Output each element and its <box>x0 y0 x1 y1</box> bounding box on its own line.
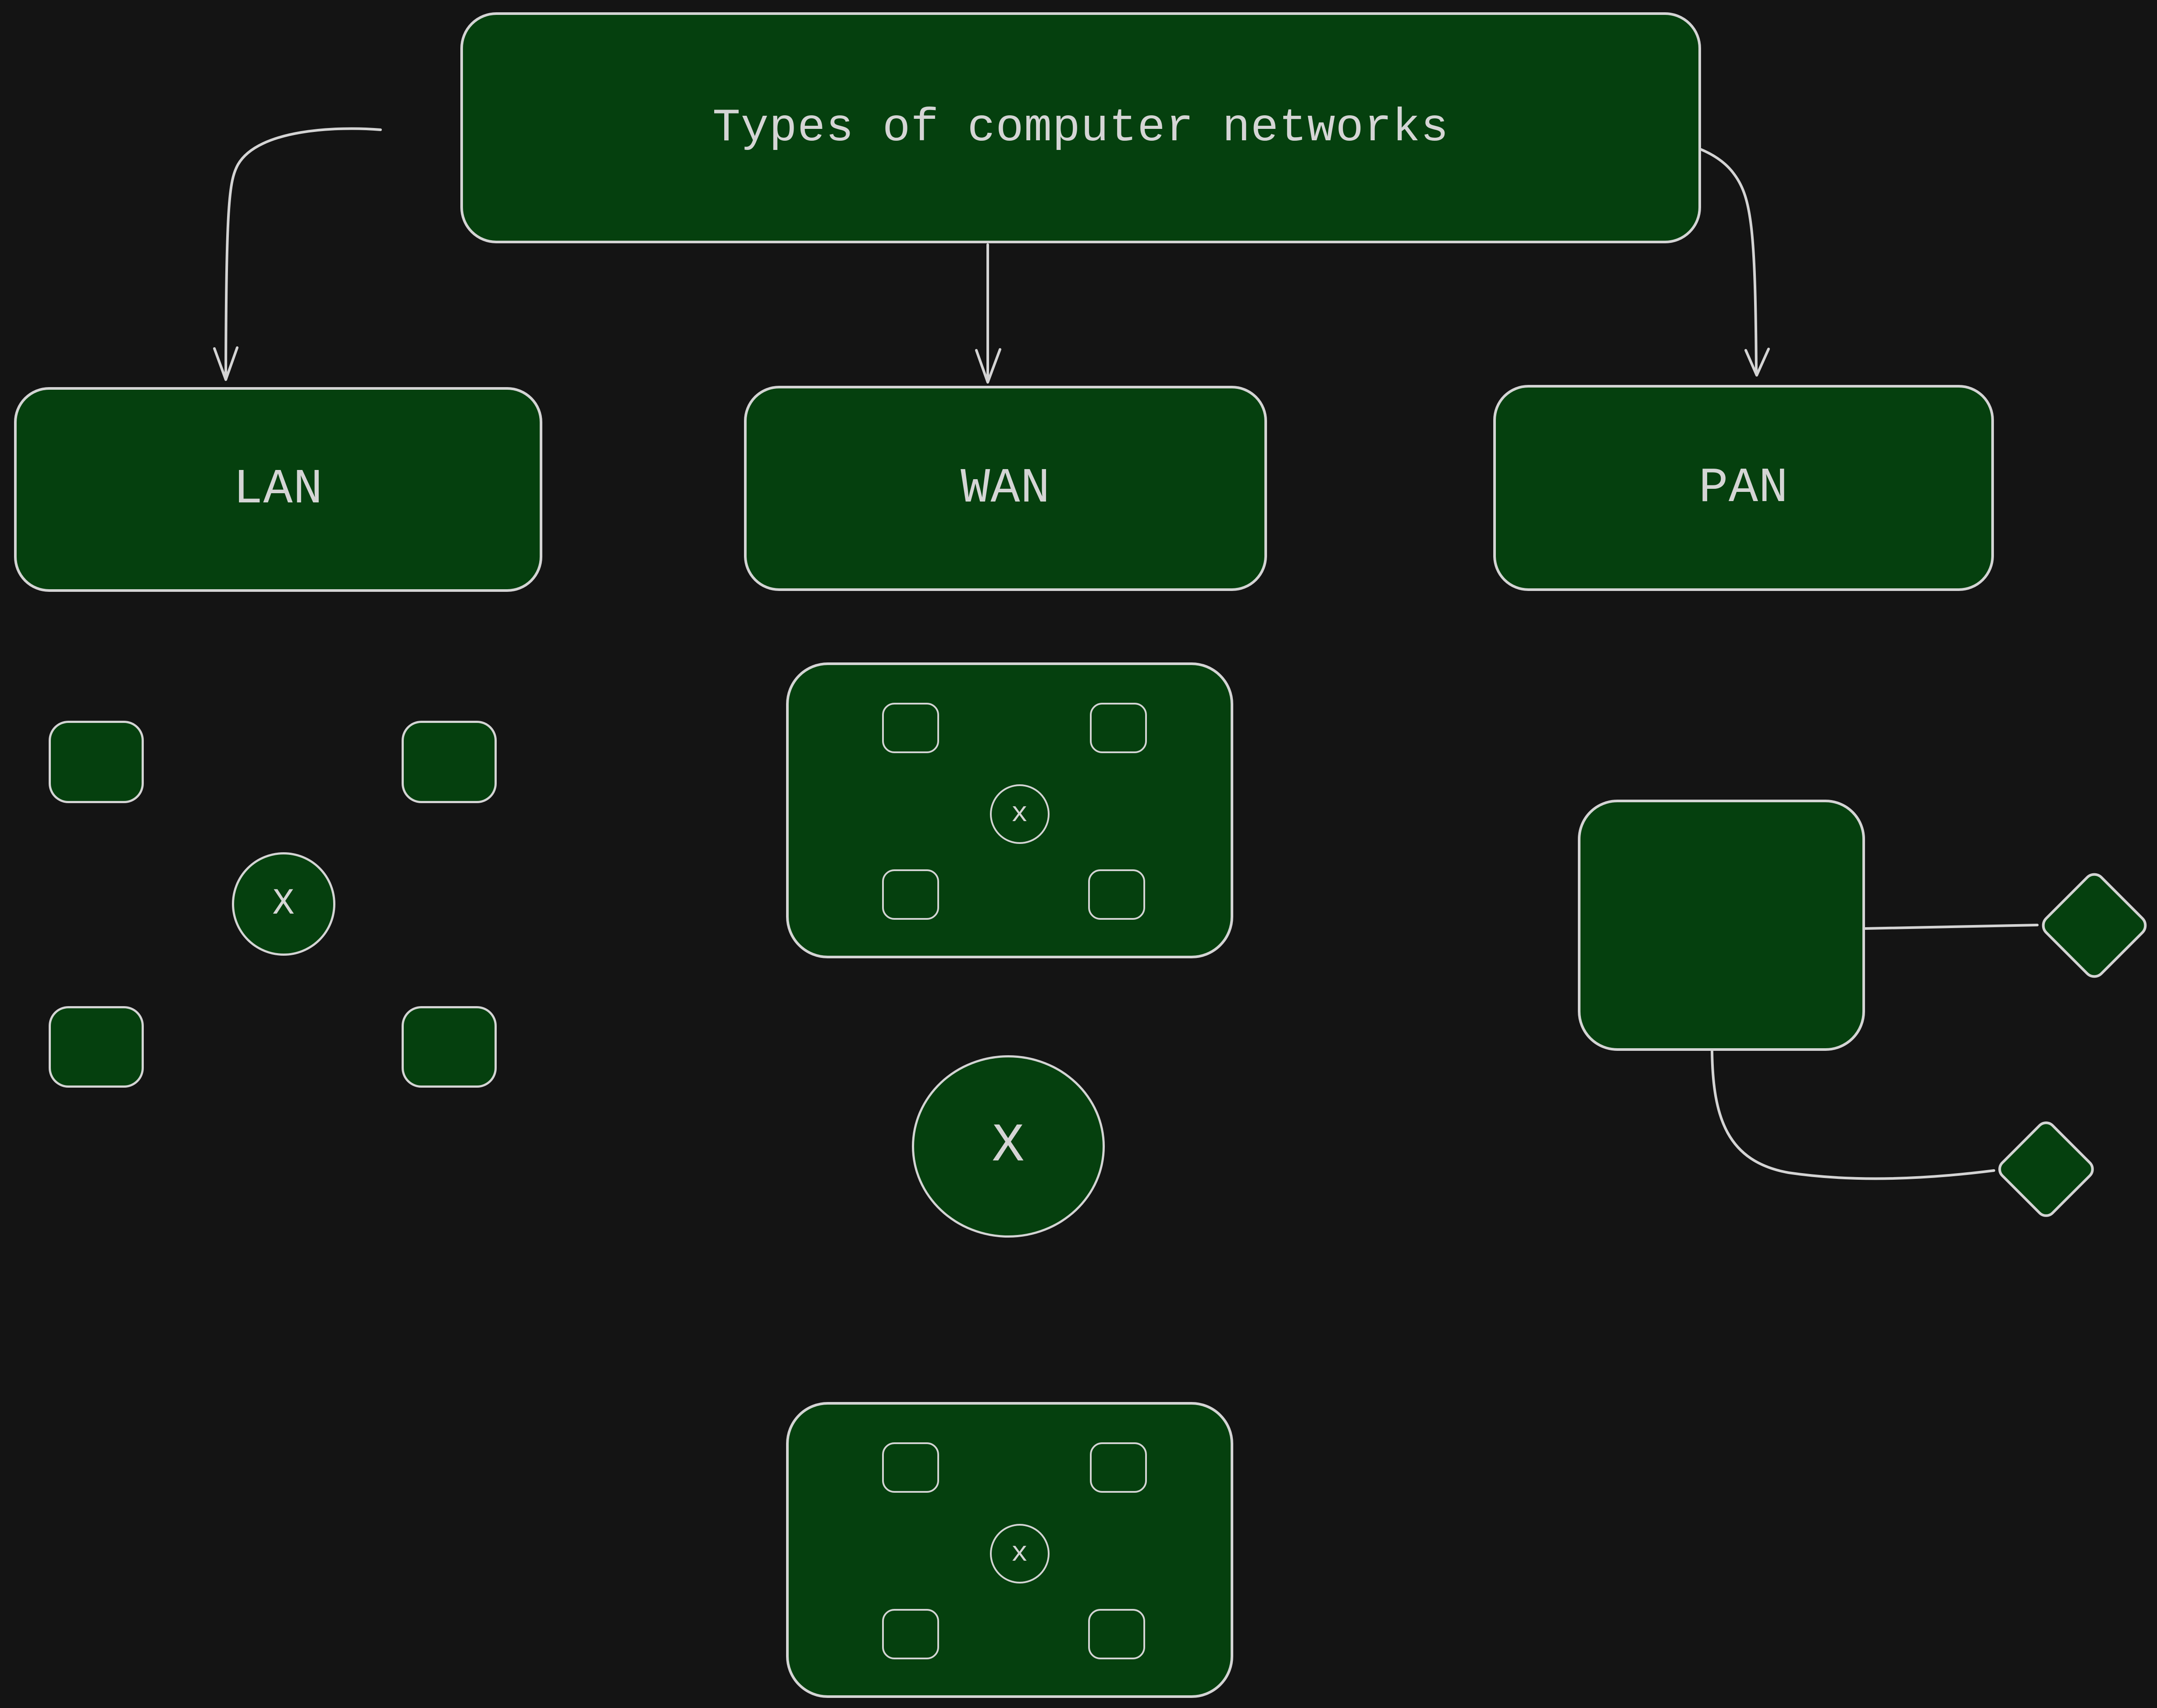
wan-site-a-hub-label: x <box>1011 798 1029 830</box>
wan-site-b-hub-label: x <box>1011 1538 1029 1569</box>
node-wan[interactable]: WAN <box>744 386 1267 591</box>
line-pan-to-diamond-1 <box>1864 924 2039 930</box>
wan-site-b-hub-icon[interactable]: x <box>990 1524 1050 1583</box>
lan-computer-icon[interactable] <box>49 721 144 803</box>
wan-site-b-computer-icon[interactable] <box>1090 1442 1147 1493</box>
node-wan-label: WAN <box>961 460 1050 516</box>
lan-computer-icon[interactable] <box>49 1006 144 1088</box>
lan-computer-icon[interactable] <box>402 721 497 803</box>
wan-site-b-cloud[interactable]: x <box>786 1402 1233 1698</box>
wan-site-a-hub-icon[interactable]: x <box>990 784 1050 844</box>
wan-site-b-computer-icon[interactable] <box>882 1442 939 1493</box>
pan-peripheral-icon[interactable] <box>2037 868 2152 983</box>
wan-site-a-computer-icon[interactable] <box>882 703 939 753</box>
node-pan-label: PAN <box>1698 460 1789 516</box>
node-lan-label: LAN <box>233 462 323 517</box>
diagram-title: Types of computer networks <box>712 101 1449 154</box>
wan-site-a-cloud[interactable]: x <box>786 662 1233 958</box>
arrow-title-to-lan <box>224 127 382 379</box>
arrowhead-lan-icon <box>213 346 238 381</box>
lan-computer-icon[interactable] <box>402 1006 497 1088</box>
wan-site-b-computer-icon[interactable] <box>882 1609 939 1659</box>
lan-hub-icon[interactable]: X <box>232 852 335 956</box>
title-node[interactable]: Types of computer networks <box>460 12 1701 243</box>
wan-core-icon[interactable]: X <box>912 1055 1105 1238</box>
arrowhead-wan-icon <box>975 348 1001 384</box>
pan-peripheral-icon[interactable] <box>1994 1117 2098 1221</box>
wan-site-b-computer-icon[interactable] <box>1088 1609 1145 1659</box>
node-lan[interactable]: LAN <box>14 387 542 592</box>
wan-site-a-computer-icon[interactable] <box>882 869 939 920</box>
wan-site-a-computer-icon[interactable] <box>1090 703 1147 753</box>
wan-site-a-computer-icon[interactable] <box>1088 869 1145 920</box>
lan-hub-label: X <box>272 883 295 925</box>
arrowhead-pan-icon <box>1744 348 1770 377</box>
line-pan-to-diamond-2 <box>1711 1050 1995 1180</box>
pan-host-device-icon[interactable] <box>1578 800 1865 1051</box>
node-pan[interactable]: PAN <box>1493 385 1994 591</box>
wan-core-label: X <box>992 1116 1025 1177</box>
